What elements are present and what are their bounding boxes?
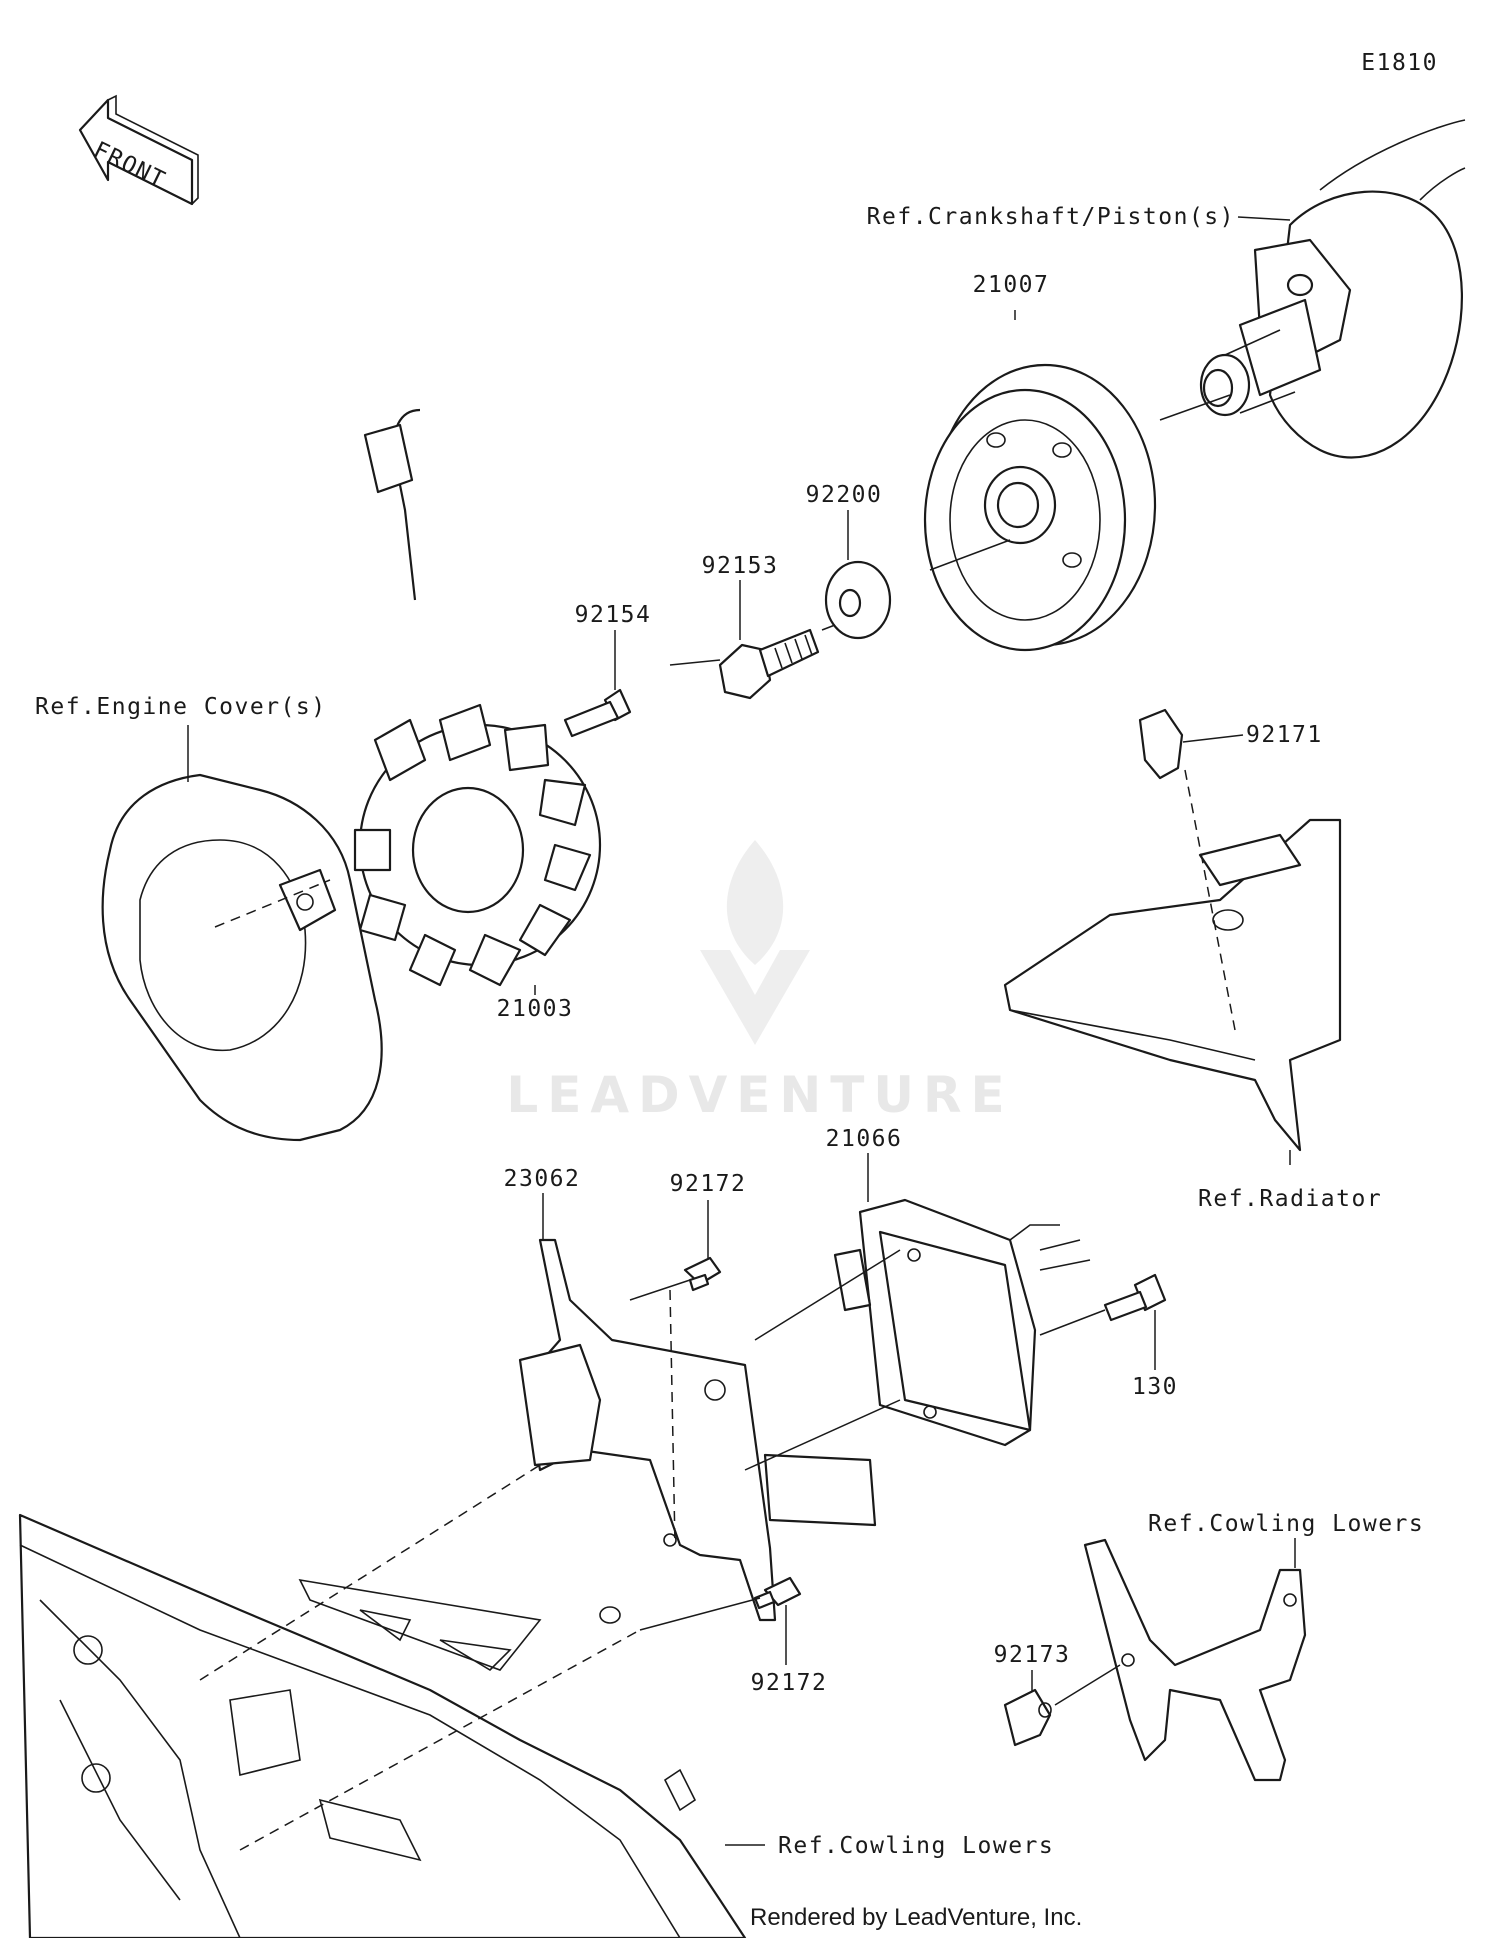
rendered-by-credit: Rendered by LeadVenture, Inc. bbox=[750, 1904, 1082, 1931]
bolt-130-drawing bbox=[1103, 1273, 1167, 1322]
flywheel-21007-drawing bbox=[923, 363, 1157, 652]
part-label-92172-lower: 92172 bbox=[751, 1670, 828, 1696]
part-label-21003: 21003 bbox=[497, 996, 574, 1022]
stator-21003-drawing bbox=[353, 408, 602, 987]
part-label-21066: 21066 bbox=[826, 1126, 903, 1152]
screw-92172-upper-drawing bbox=[683, 1256, 722, 1292]
ref-label-cowling-lowers-right: Ref.Cowling Lowers bbox=[1148, 1511, 1424, 1537]
crankshaft-drawing bbox=[1199, 119, 1466, 459]
screw-92172-lower-drawing bbox=[753, 1576, 802, 1610]
ref-label-crankshaft: Ref.Crankshaft/Piston(s) bbox=[867, 204, 1235, 230]
ref-label-cowling-lowers-bottom: Ref.Cowling Lowers bbox=[778, 1833, 1054, 1859]
part-label-92172-upper: 92172 bbox=[670, 1171, 747, 1197]
cowling-bracket-right-drawing bbox=[1083, 1538, 1307, 1782]
part-label-92173: 92173 bbox=[994, 1642, 1071, 1668]
part-label-92154: 92154 bbox=[575, 602, 652, 628]
part-label-130: 130 bbox=[1132, 1374, 1178, 1400]
watermark-text: LEADVENTURE bbox=[506, 1066, 1013, 1124]
washer-92200-drawing bbox=[824, 560, 892, 640]
engine-cover-drawing bbox=[101, 773, 383, 1142]
screw-92154-drawing bbox=[563, 688, 632, 738]
ref-label-radiator: Ref.Radiator bbox=[1198, 1186, 1382, 1212]
clip-92173-drawing bbox=[1003, 1688, 1052, 1747]
part-label-23062: 23062 bbox=[504, 1166, 581, 1192]
part-label-21007: 21007 bbox=[973, 272, 1050, 298]
bracket-23062-drawing bbox=[518, 1238, 877, 1622]
part-label-92171: 92171 bbox=[1246, 722, 1323, 748]
diagram-code: E1810 bbox=[1361, 50, 1438, 76]
radiator-drawing bbox=[1003, 818, 1342, 1152]
regulator-21066-drawing bbox=[833, 1198, 1091, 1447]
ref-label-engine-cover: Ref.Engine Cover(s) bbox=[35, 694, 327, 720]
part-label-92153: 92153 bbox=[702, 553, 779, 579]
front-arrow-icon: FRONT bbox=[78, 94, 199, 206]
cowling-frame-drawing bbox=[18, 1513, 747, 1938]
assembly-lines bbox=[199, 394, 1236, 1851]
watermark-logo bbox=[700, 840, 810, 1045]
leader-lines bbox=[187, 216, 1296, 1846]
bolt-92153-drawing bbox=[718, 628, 820, 700]
part-label-92200: 92200 bbox=[806, 482, 883, 508]
clip-92171-drawing bbox=[1138, 708, 1184, 780]
